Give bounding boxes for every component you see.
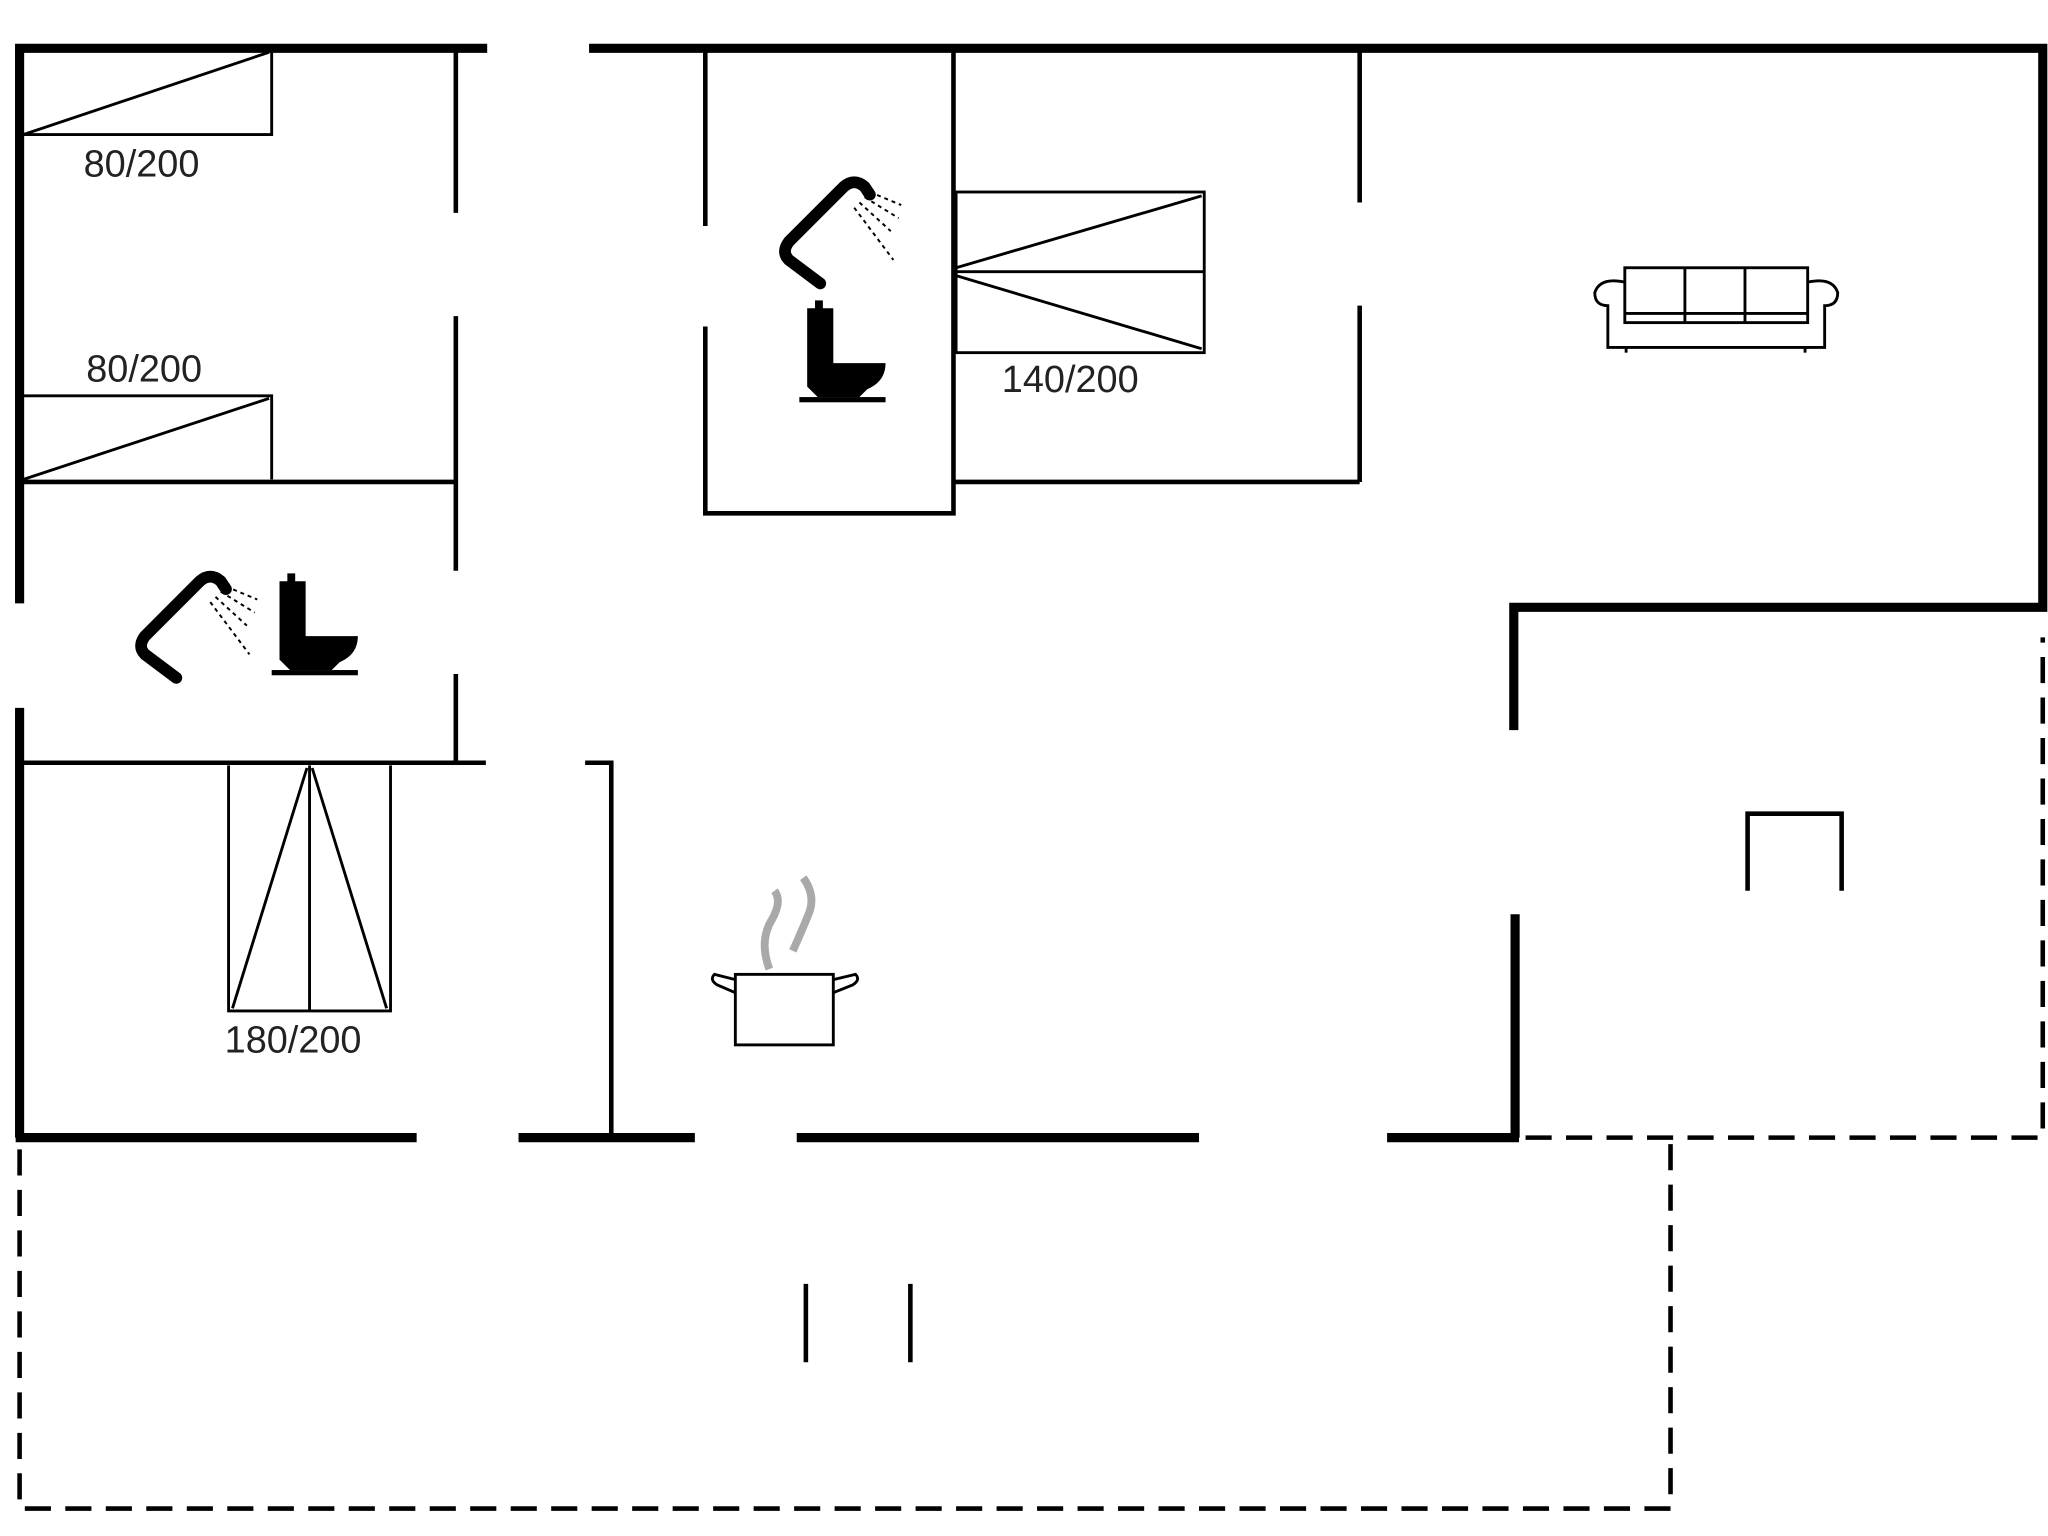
- bed-2: 80/200: [23, 348, 274, 481]
- bed-4: 180/200: [225, 765, 392, 1062]
- fireplace-icon: [1745, 811, 1844, 891]
- cooking-pot-icon: [710, 875, 860, 1047]
- bed-size-label: 80/200: [86, 348, 202, 390]
- bed-size-label: 180/200: [225, 1020, 362, 1062]
- bed-3: 140/200: [954, 190, 1206, 401]
- toilet-icon: [799, 300, 886, 403]
- toilet-icon: [271, 573, 358, 676]
- exterior-walls: [15, 43, 2048, 1143]
- bed-size-label: 80/200: [84, 143, 200, 185]
- shower-icon: [141, 577, 257, 678]
- shower-icon: [785, 182, 901, 283]
- terrace-outline: [17, 637, 2046, 1511]
- interior-walls: [19, 48, 1362, 1363]
- sofa-icon: [1593, 266, 1840, 353]
- bed-1: 80/200: [23, 50, 274, 185]
- bed-size-label: 140/200: [1002, 359, 1139, 401]
